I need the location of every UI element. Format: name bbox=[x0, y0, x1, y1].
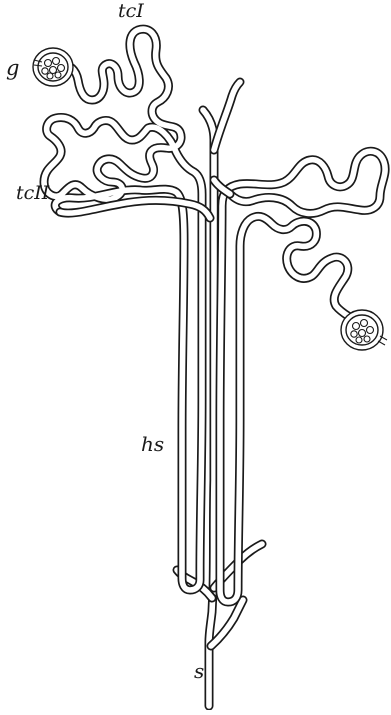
glomerulus-right bbox=[341, 310, 387, 350]
label-tc1: tcI bbox=[118, 2, 144, 21]
label-s: s bbox=[194, 661, 204, 681]
label-tc2: tcII bbox=[16, 184, 49, 203]
nephron-left bbox=[44, 29, 210, 590]
nephron-right bbox=[214, 151, 385, 602]
label-glomerulus: g bbox=[6, 58, 19, 79]
glomerulus-left bbox=[33, 48, 73, 86]
label-hs: hs bbox=[141, 434, 164, 454]
